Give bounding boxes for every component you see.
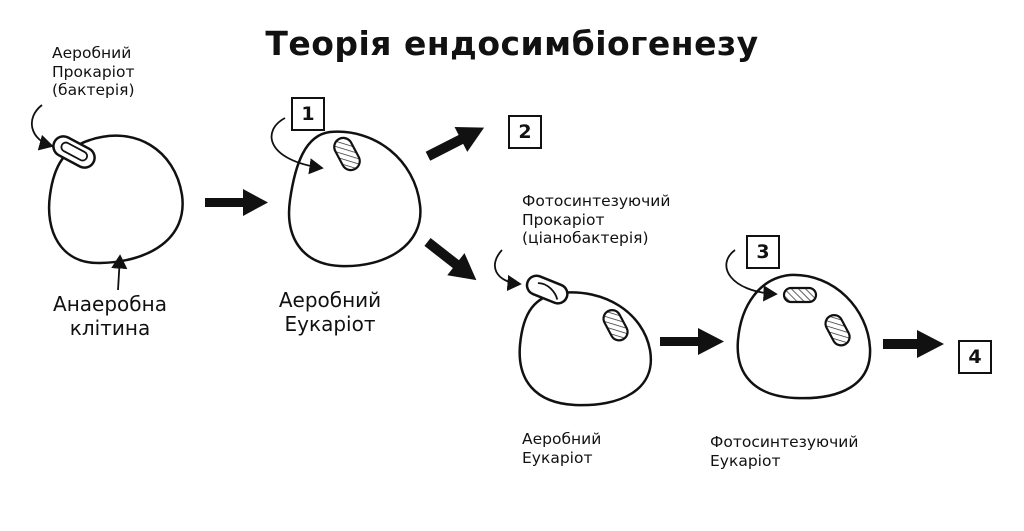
chloroplast (782, 286, 818, 304)
arrow-step-3 (660, 328, 724, 355)
label-aerobic-eukaryote-1: Аеробний Еукаріот (278, 288, 382, 336)
step-box-3: 3 (746, 235, 780, 269)
pointer-chloroplast (725, 249, 778, 302)
mitochondrion (333, 136, 361, 172)
arrow-down-to-photosynthetic (424, 238, 477, 281)
arrow-step-1 (205, 189, 268, 216)
label-aerobic-prokaryote: Аеробний Прокаріот (бактерія) (52, 44, 135, 100)
aerobic-eukaryote-cell-2 (518, 291, 653, 407)
label-photosynthetic-prokaryote: Фотосинтезуючий Прокаріот (ціанобактерія… (522, 192, 671, 248)
label-aerobic-eukaryote-2: Аеробний Еукаріот (522, 430, 602, 467)
step-box-1: 1 (291, 97, 325, 131)
arrow-step-2 (425, 126, 485, 161)
aerobic-eukaryote-cell (287, 130, 422, 268)
label-photosynthetic-eukaryote: Фотосинтезуючий Еукаріот (710, 433, 859, 470)
photosynthetic-prokaryote-cyanobacterium (525, 274, 569, 305)
label-anaerobic-cell: Анаеробна клітина (53, 292, 167, 340)
photosynthetic-eukaryote-cell (736, 273, 872, 400)
arrow-step-4 (883, 330, 944, 358)
pointer-mitochondrion (270, 117, 324, 175)
step-box-4: 4 (958, 340, 992, 374)
pointer-cyanobacterium (494, 249, 522, 292)
step-box-2: 2 (508, 115, 542, 149)
mitochondrion-2 (602, 309, 629, 342)
pointer-prokaryote (31, 104, 54, 151)
aerobic-prokaryote-bacterium (52, 135, 96, 169)
mitochondrion-3 (824, 314, 851, 347)
page-title: Теорія ендосимбіогенезу (265, 24, 759, 63)
pointer-anaerobic-cell (111, 254, 128, 291)
